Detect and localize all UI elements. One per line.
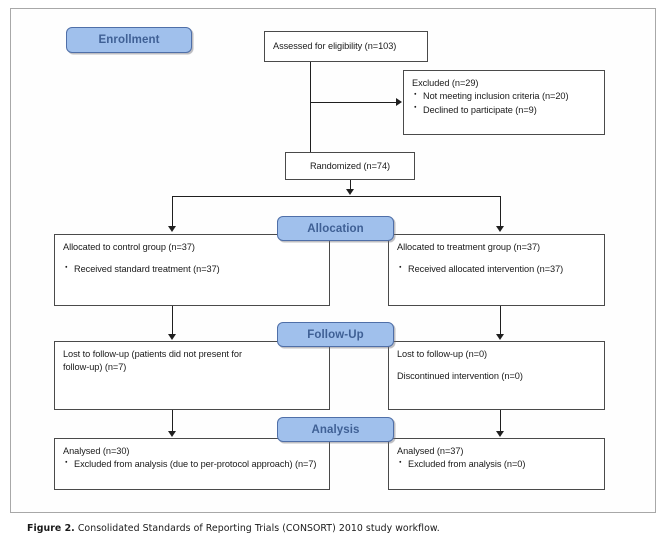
arrowhead-to-excluded-icon — [396, 98, 402, 106]
arrowhead-allocation-treatment-icon — [496, 226, 504, 232]
stage-badge-followup-label: Follow-Up — [307, 328, 364, 341]
node-excluded: Excluded (n=29) Not meeting inclusion cr… — [403, 70, 605, 135]
node-allocated-control-line-1: Allocated to control group (n=37) — [63, 242, 195, 252]
stage-badge-followup: Follow-Up — [277, 322, 394, 347]
figure-caption: Figure 2. Consolidated Standards of Repo… — [27, 523, 647, 534]
node-assessed-line-1: Assessed for eligibility (n=103) — [273, 41, 397, 52]
connector-control-to-analysis — [172, 410, 173, 432]
node-followup-treatment-line-2: Discontinued intervention (n=0) — [397, 371, 523, 382]
node-excluded-bullet-2: Declined to participate (n=9) — [412, 103, 596, 117]
node-allocated-treatment-spacer — [397, 254, 596, 263]
node-allocated-treatment-line-1: Allocated to treatment group (n=37) — [397, 242, 541, 252]
node-allocated-control: Allocated to control group (n=37) Receiv… — [54, 234, 330, 306]
connector-control-to-followup — [172, 306, 173, 335]
stage-badge-enrollment-label: Enrollment — [98, 34, 160, 46]
stage-badge-allocation: Allocation — [277, 216, 394, 241]
connector-split-left-drop — [172, 196, 173, 227]
arrowhead-followup-treatment-icon — [496, 334, 504, 340]
connector-treatment-to-analysis — [500, 410, 501, 432]
arrowhead-randomized-split-icon — [346, 189, 354, 195]
node-randomized: Randomized (n=74) — [285, 152, 415, 180]
stage-badge-enrollment: Enrollment — [66, 27, 192, 53]
node-followup-treatment-line-1: Lost to follow-up (n=0) — [397, 349, 488, 359]
node-analysis-treatment: Analysed (n=37) Excluded from analysis (… — [388, 438, 605, 490]
node-excluded-line-1: Excluded (n=29) — [412, 78, 479, 88]
arrowhead-analysis-treatment-icon — [496, 431, 504, 437]
node-followup-treatment: Lost to follow-up (n=0) Discontinued int… — [388, 341, 605, 410]
node-analysis-control: Analysed (n=30) Excluded from analysis (… — [54, 438, 330, 490]
node-excluded-bullet-1: Not meeting inclusion criteria (n=20) — [412, 90, 596, 103]
node-allocated-treatment-bullet-1: Received allocated intervention (n=37) — [397, 263, 596, 276]
arrowhead-allocation-control-icon — [168, 226, 176, 232]
connector-assessed-to-excluded — [310, 102, 397, 103]
stage-badge-analysis-label: Analysis — [311, 423, 360, 436]
node-analysis-control-line-1: Analysed (n=30) — [63, 446, 130, 456]
stage-badge-analysis: Analysis — [277, 417, 394, 442]
figure-caption-text: Consolidated Standards of Reporting Tria… — [77, 523, 440, 534]
node-allocated-control-bullet-1: Received standard treatment (n=37) — [63, 263, 321, 276]
arrowhead-followup-control-icon — [168, 334, 176, 340]
figure-caption-label: Figure 2. — [27, 523, 75, 534]
node-analysis-treatment-bullet-1: Excluded from analysis (n=0) — [397, 458, 596, 471]
node-followup-control: Lost to follow-up (patients did not pres… — [54, 341, 330, 410]
connector-randomized-stub — [350, 180, 351, 190]
connector-treatment-to-followup — [500, 306, 501, 335]
node-assessed-for-eligibility: Assessed for eligibility (n=103) — [264, 31, 428, 62]
node-followup-control-line-1: Lost to follow-up (patients did not pres… — [63, 349, 242, 373]
node-analysis-treatment-line-1: Analysed (n=37) — [397, 446, 464, 456]
connector-allocation-split-bar — [172, 196, 501, 197]
connector-assessed-to-randomized — [310, 62, 311, 152]
arrowhead-analysis-control-icon — [168, 431, 176, 437]
node-allocated-control-spacer — [63, 254, 321, 263]
connector-split-right-drop — [500, 196, 501, 227]
node-analysis-control-bullet-1: Excluded from analysis (due to per-proto… — [63, 458, 321, 471]
stage-badge-allocation-label: Allocation — [307, 222, 364, 235]
node-randomized-line-1: Randomized (n=74) — [309, 160, 391, 171]
node-allocated-treatment: Allocated to treatment group (n=37) Rece… — [388, 234, 605, 306]
node-followup-treatment-spacer — [397, 361, 596, 370]
